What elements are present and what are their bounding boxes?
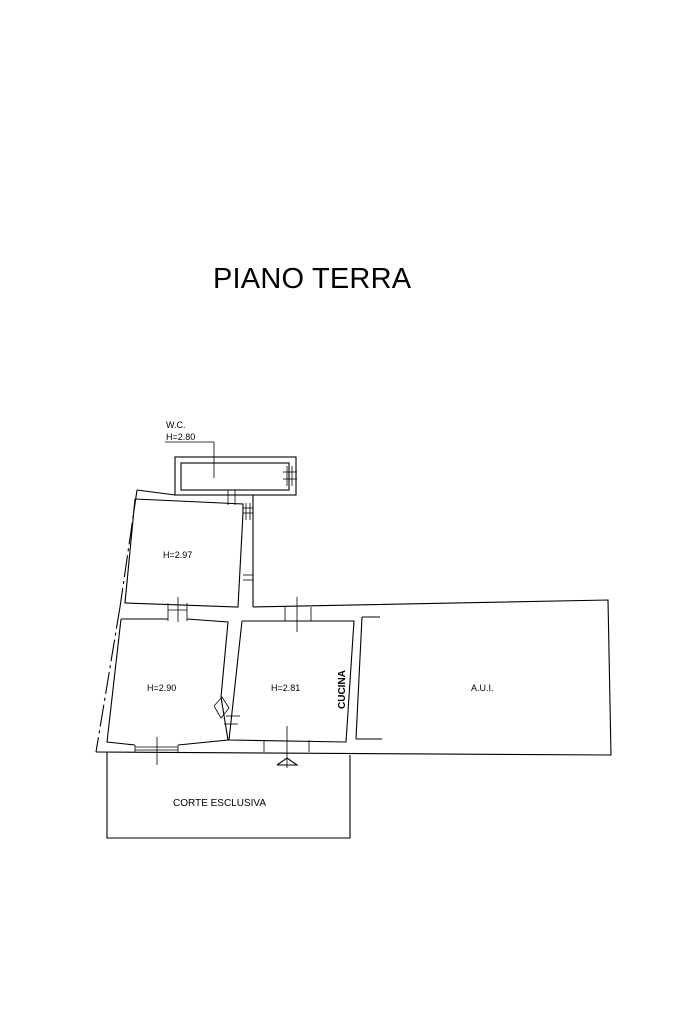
kitchen-room [95,597,612,768]
courtyard-area [106,752,351,839]
wc-name-label: W.C. [166,420,186,430]
wc-label-leader [165,441,215,478]
upper-room [119,489,254,608]
aui-area [355,616,382,740]
wc-height-label: H=2.80 [166,432,195,442]
wc-room [174,456,297,505]
courtyard-label: CORTE ESCLUSIVA [173,798,266,809]
left-room-height-label: H=2.90 [147,683,176,693]
aui-label: A.U.I. [471,683,494,693]
kitchen-name-label: CUCINA [337,670,348,709]
kitchen-height-label: H=2.81 [271,683,300,693]
plan-title: PIANO TERRA [213,263,412,295]
upper-room-height-label: H=2.97 [163,550,192,560]
left-room [95,597,240,765]
